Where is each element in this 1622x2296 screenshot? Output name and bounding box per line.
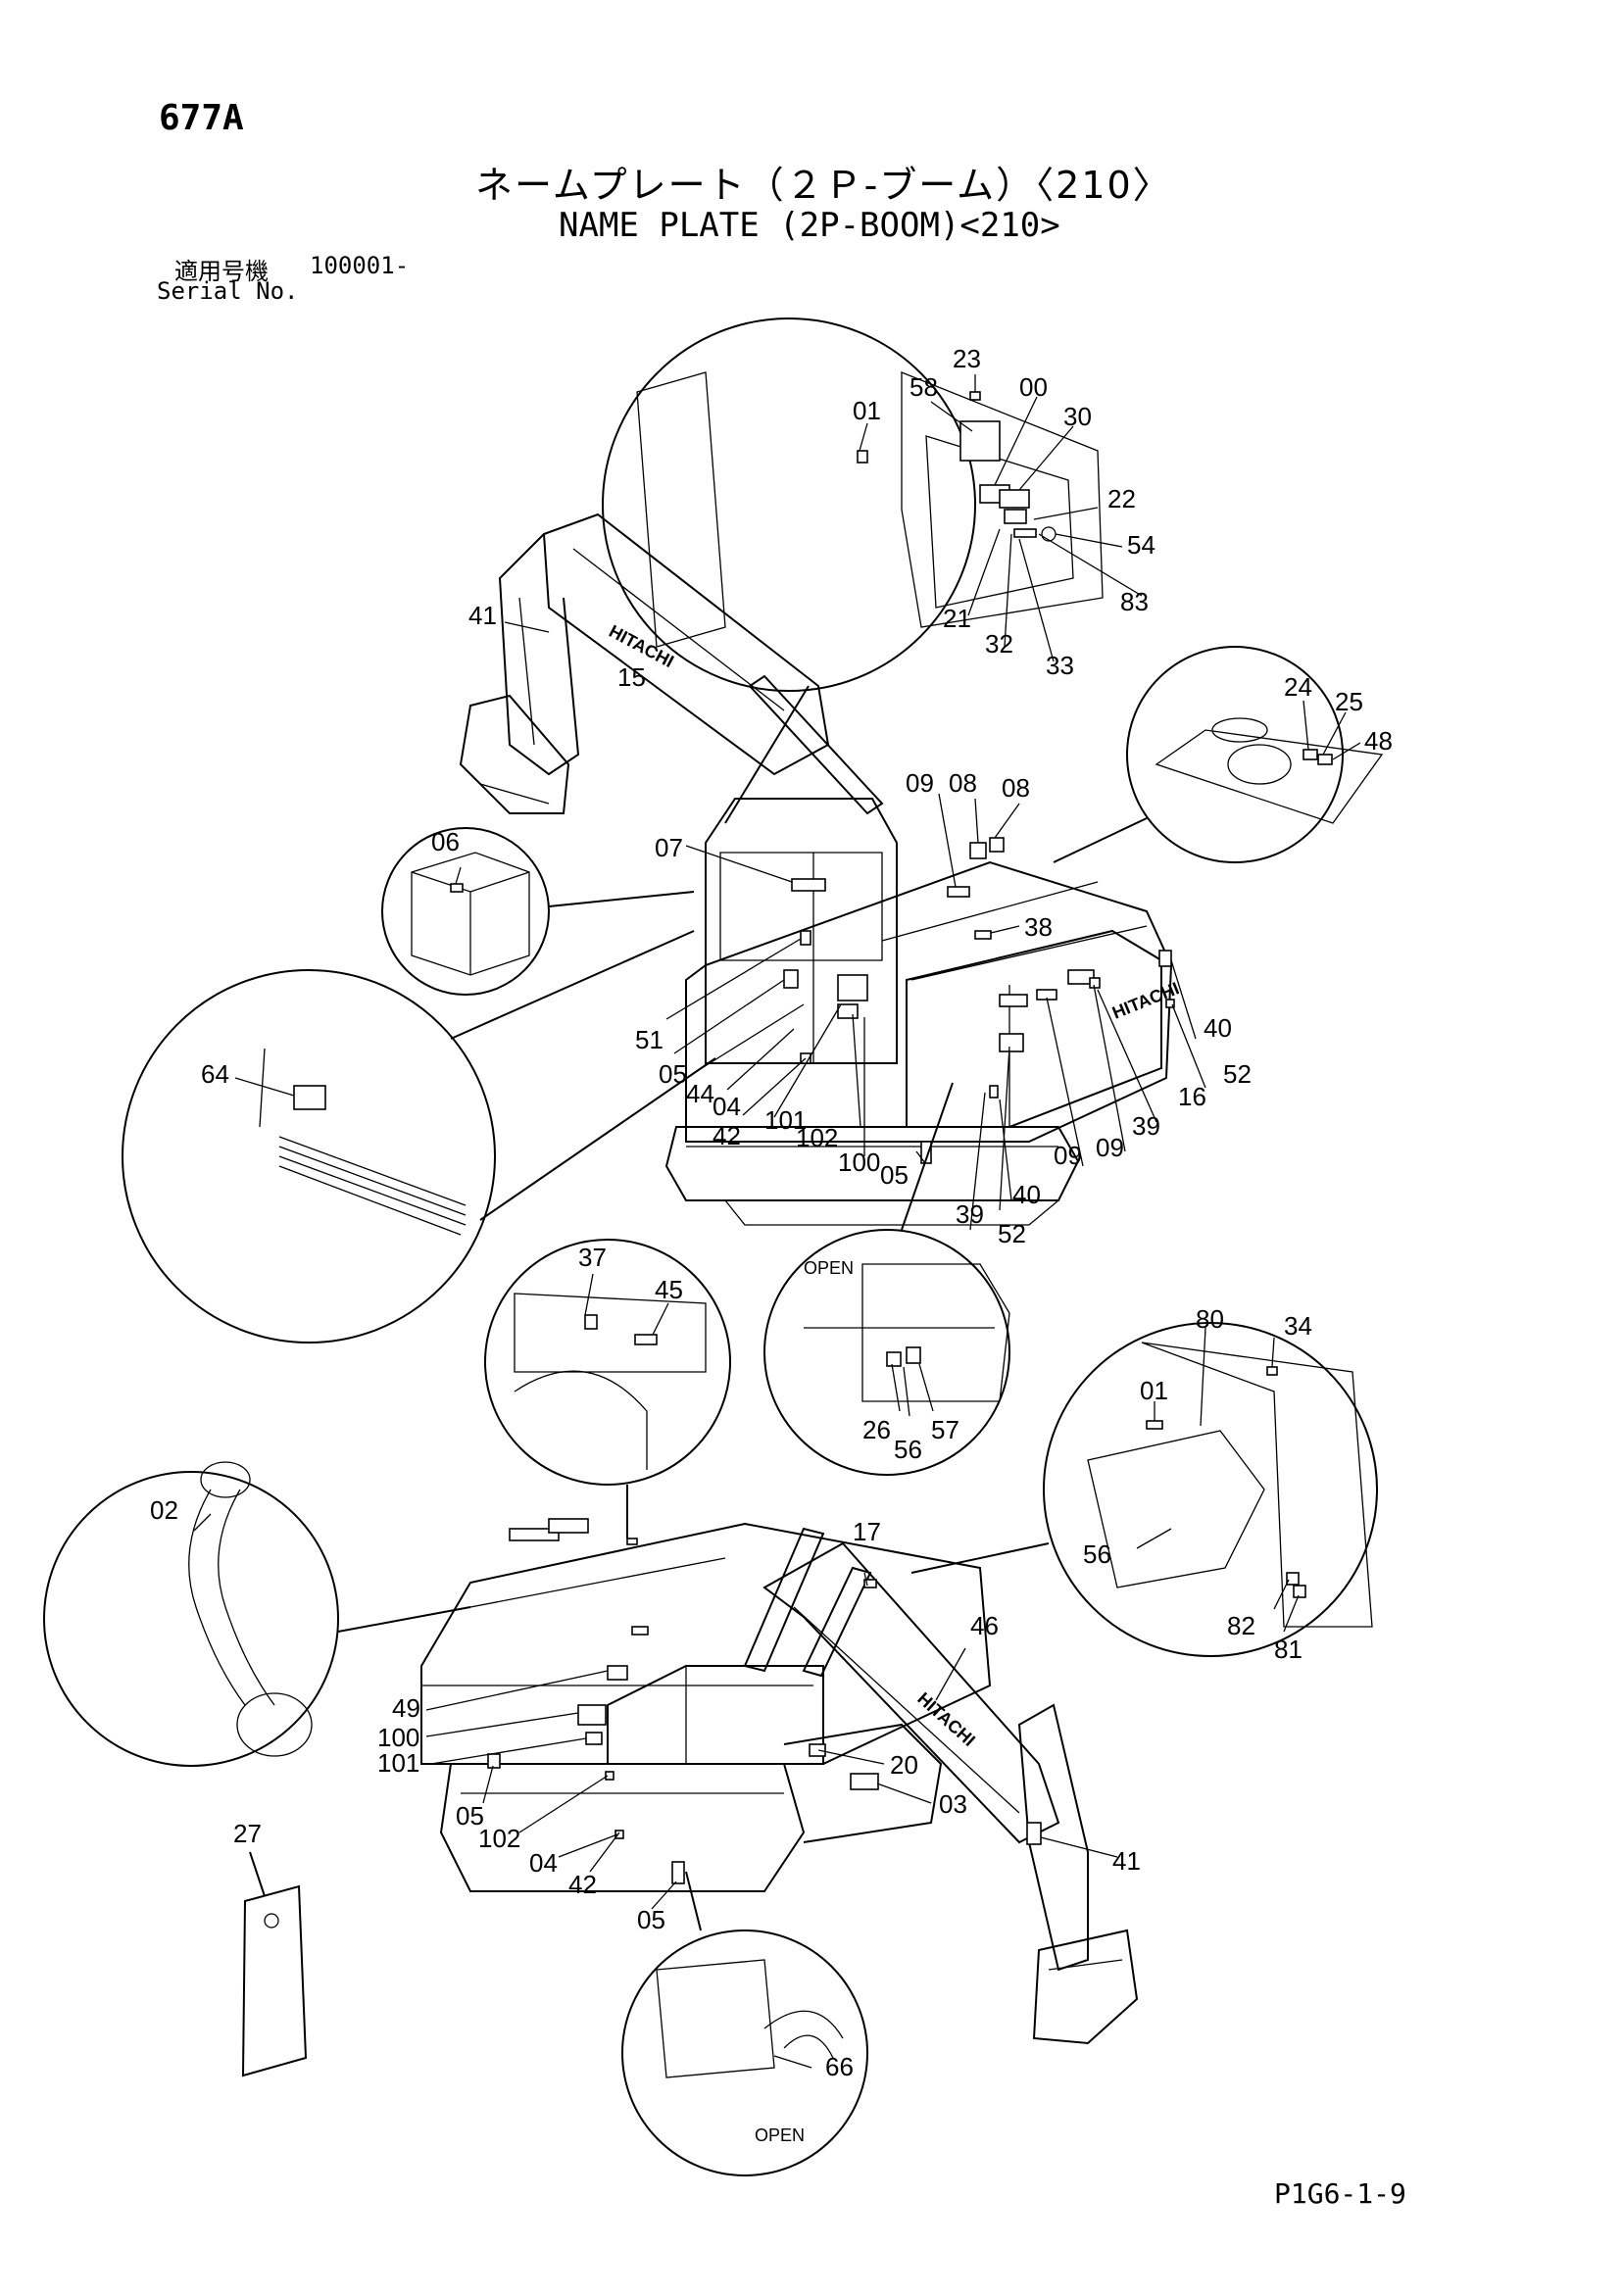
lower-excavator-drawing: HITACHI (420, 1518, 1139, 2045)
open-caption-upper: OPEN (804, 1258, 854, 1278)
page-title-english: NAME PLATE (2P-BOOM)<210> (559, 206, 1060, 245)
callout-56-b: 56 (1083, 1539, 1111, 1569)
callout-42: 42 (713, 1121, 741, 1150)
callout-09-b: 09 (1054, 1141, 1082, 1170)
callout-06: 06 (431, 827, 460, 856)
callout-102: 102 (796, 1123, 838, 1152)
callout-04-b: 04 (529, 1848, 558, 1878)
callout-41-b: 41 (1112, 1846, 1141, 1876)
callout-41: 41 (468, 601, 497, 630)
callout-22: 22 (1107, 484, 1136, 513)
callout-05-c: 05 (456, 1801, 484, 1831)
callout-64: 64 (201, 1059, 229, 1089)
detail-operator-console (910, 1322, 1378, 1657)
callout-42-b: 42 (568, 1870, 597, 1899)
detail-engine-cover (1053, 646, 1384, 863)
callout-30: 30 (1063, 402, 1092, 431)
callout-09: 09 (906, 768, 934, 798)
callout-101: 101 (764, 1105, 807, 1135)
callout-04: 04 (713, 1092, 741, 1121)
callout-07: 07 (655, 833, 683, 862)
callout-16: 16 (1178, 1082, 1206, 1111)
callout-57: 57 (931, 1415, 959, 1444)
callout-52: 52 (998, 1219, 1026, 1248)
callout-80: 80 (1196, 1304, 1224, 1334)
callout-03: 03 (939, 1789, 967, 1819)
callout-66: 66 (825, 2052, 854, 2081)
detail-bottom-lever: OPEN (621, 1871, 868, 2176)
detail-engine-compartment (484, 1239, 731, 1539)
callout-02: 02 (150, 1495, 178, 1525)
callout-39-b: 39 (1132, 1111, 1160, 1141)
callout-26: 26 (862, 1415, 891, 1444)
callout-49: 49 (392, 1693, 420, 1723)
callout-51: 51 (635, 1025, 664, 1054)
callout-05: 05 (659, 1059, 687, 1089)
callout-15: 15 (617, 662, 646, 692)
callout-101-b: 101 (377, 1748, 419, 1778)
callout-44: 44 (686, 1079, 714, 1108)
detail-air-cleaner (43, 1461, 471, 1767)
detail-open-cover: OPEN (763, 1082, 1010, 1476)
callout-48: 48 (1364, 726, 1393, 756)
callout-100-b: 100 (377, 1723, 419, 1752)
callout-39: 39 (956, 1199, 984, 1229)
callout-40-b: 40 (1204, 1013, 1232, 1043)
callout-40: 40 (1012, 1180, 1041, 1209)
callout-100: 100 (838, 1148, 880, 1177)
callout-17: 17 (853, 1517, 881, 1546)
callout-58: 58 (909, 372, 938, 402)
callout-08: 08 (949, 768, 977, 798)
serial-label-japanese: 適用号機 (174, 258, 269, 285)
open-caption-lower: OPEN (755, 2125, 805, 2145)
callout-25: 25 (1335, 687, 1363, 716)
upper-excavator-drawing: HITACHI HITACHI (459, 513, 1182, 1226)
detail-cab-interior-top (602, 318, 1104, 824)
callout-01-b: 01 (1140, 1376, 1168, 1405)
callout-52-b: 52 (1223, 1059, 1252, 1089)
callout-05-d: 05 (637, 1905, 665, 1934)
page-code: 677A (159, 98, 244, 138)
callout-45: 45 (655, 1275, 683, 1304)
serial-label-english: Serial No. (157, 277, 299, 305)
figure-code: P1G6-1-9 (1274, 2177, 1406, 2210)
callout-23: 23 (953, 344, 981, 373)
callout-32: 32 (985, 629, 1013, 659)
callout-37: 37 (578, 1243, 607, 1272)
callout-05-b: 05 (880, 1160, 909, 1190)
callout-33: 33 (1046, 651, 1074, 680)
callout-21: 21 (943, 604, 971, 633)
callout-34: 34 (1284, 1311, 1312, 1341)
callout-38: 38 (1024, 912, 1053, 942)
callout-27: 27 (233, 1819, 262, 1848)
callout-83: 83 (1120, 587, 1149, 616)
callout-82: 82 (1227, 1611, 1255, 1640)
callout-81: 81 (1274, 1635, 1303, 1664)
callout-56: 56 (894, 1435, 922, 1464)
callout-20: 20 (890, 1750, 918, 1780)
callout-01: 01 (853, 396, 881, 425)
serial-number-value: 100001- (310, 252, 410, 279)
tag-27-drawing (241, 1851, 308, 2077)
callout-54: 54 (1127, 530, 1155, 560)
callout-labels: 01 23 58 00 30 22 54 83 21 32 33 41 15 2… (150, 344, 1393, 2081)
page-title-japanese: ネームプレート（２Ｐ-ブーム）〈210〉 (475, 164, 1172, 207)
callout-08-b: 08 (1002, 773, 1030, 803)
callout-00: 00 (1019, 372, 1048, 402)
callout-24: 24 (1284, 672, 1312, 702)
leader-lines (193, 374, 1361, 2069)
callout-46: 46 (970, 1611, 999, 1640)
detail-battery-box (381, 827, 695, 996)
detail-left-fender (122, 930, 716, 1343)
callout-102-b: 102 (478, 1824, 520, 1853)
callout-09-c: 09 (1096, 1133, 1124, 1162)
